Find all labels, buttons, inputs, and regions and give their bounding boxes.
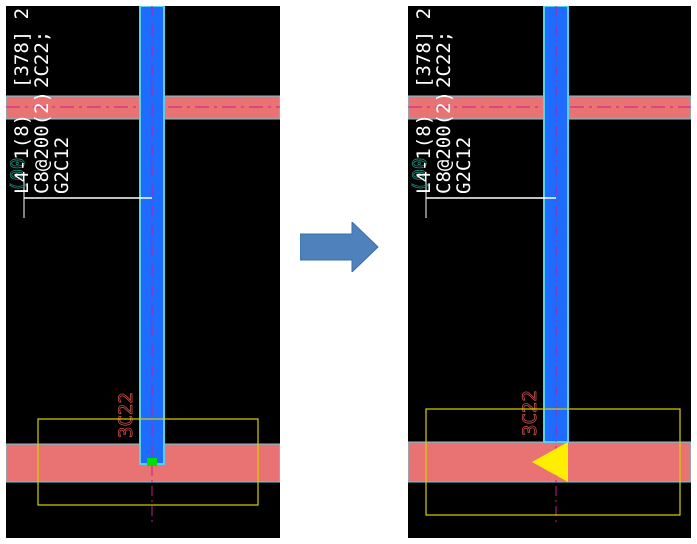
annotation-line3[interactable]: L4-1(8) (413, 114, 435, 194)
rebar-label[interactable]: 3C22 (519, 390, 542, 437)
ghost-label: (00 (409, 158, 431, 192)
cad-drawing-before: (00 [378] 2 2C22; L4-1(8) C8@200(2) G2C1… (6, 6, 280, 526)
triangle-grip-icon[interactable] (532, 442, 568, 482)
annotation-line2[interactable]: 2C22; (31, 31, 53, 88)
annotation-line5[interactable]: G2C12 (51, 137, 73, 194)
selection-box (37, 418, 259, 506)
annotation-line2[interactable]: 2C22; (433, 31, 455, 88)
cad-viewport-after[interactable]: (00 [378] 2 2C22; L4-1(8) C8@200(2) G2C1… (408, 6, 691, 538)
annotation-line4[interactable]: C8@200(2) (31, 91, 53, 194)
annotation-line3[interactable]: L4-1(8) (11, 114, 33, 194)
annotation-line1[interactable]: [378] 2 (11, 8, 33, 88)
ghost-label: (00 (7, 158, 29, 192)
cad-drawing-after: (00 [378] 2 2C22; L4-1(8) C8@200(2) G2C1… (408, 6, 691, 526)
rebar-label[interactable]: 3C22 (115, 392, 138, 439)
annotation-line5[interactable]: G2C12 (453, 137, 475, 194)
right-arrow-icon (299, 220, 379, 274)
square-grip-icon[interactable] (147, 458, 157, 466)
selection-box (425, 408, 681, 516)
annotation-line4[interactable]: C8@200(2) (433, 91, 455, 194)
cad-viewport-before[interactable]: (00 [378] 2 2C22; L4-1(8) C8@200(2) G2C1… (6, 6, 280, 538)
transition-arrow (299, 220, 380, 274)
annotation-line1[interactable]: [378] 2 (413, 8, 435, 88)
